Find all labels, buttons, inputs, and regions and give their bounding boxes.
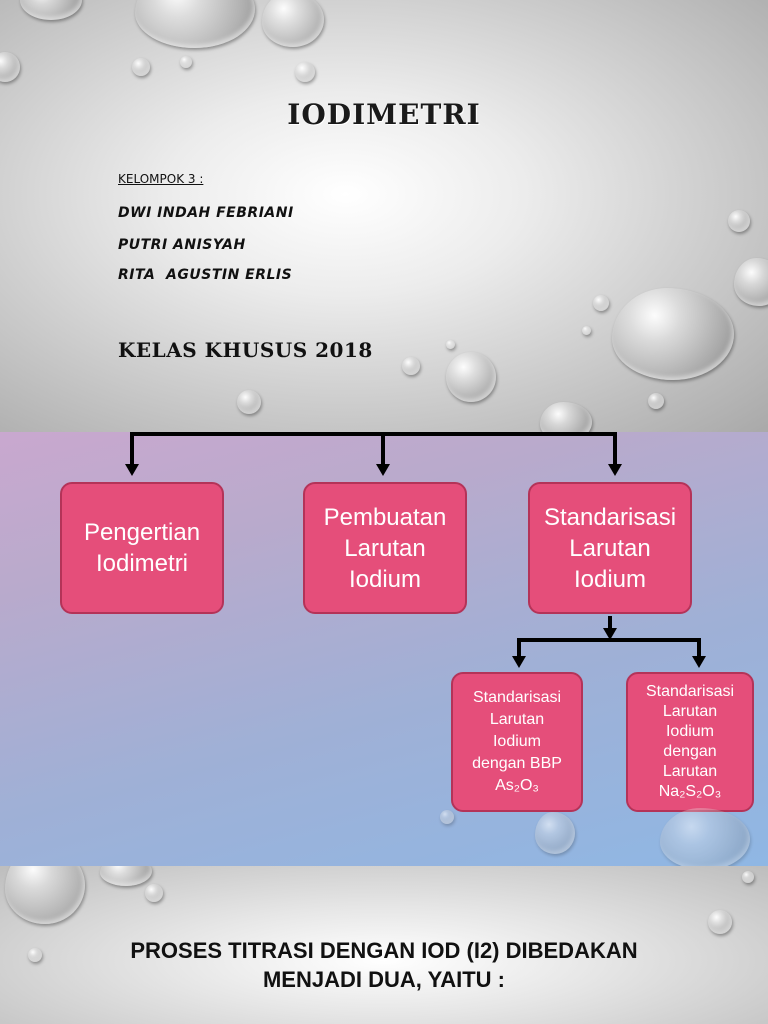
water-drop-decoration xyxy=(535,812,575,854)
box-pengertian: Pengertian Iodimetri xyxy=(60,482,224,614)
box-standarisasi: Standarisasi Larutan Iodium xyxy=(528,482,692,614)
box-standarisasi-bbp: Standarisasi Larutan Iodium dengan BBP A… xyxy=(451,672,583,812)
water-drop-decoration xyxy=(5,866,85,924)
member-name: PUTRI ANISYAH xyxy=(118,237,246,253)
water-drop-decoration xyxy=(582,326,591,335)
water-drop-decoration xyxy=(446,340,455,349)
water-drop-decoration xyxy=(540,402,592,432)
water-drop-decoration xyxy=(446,352,496,402)
arrow-down-icon xyxy=(608,464,622,476)
arrow-down-icon xyxy=(376,464,390,476)
process-heading: PROSES TITRASI DENGAN IOD (I2) DIBEDAKAN… xyxy=(130,938,638,992)
box-pembuatan: Pembuatan Larutan Iodium xyxy=(303,482,467,614)
water-drop-decoration xyxy=(440,810,454,824)
water-drop-decoration xyxy=(100,866,152,886)
water-drop-decoration xyxy=(734,258,768,306)
water-drop-decoration xyxy=(262,0,324,47)
class-label: KELAS KHUSUS 2018 xyxy=(118,338,373,362)
water-drop-decoration xyxy=(742,871,754,883)
water-drop-decoration xyxy=(660,808,750,866)
water-drop-decoration xyxy=(180,56,192,68)
water-drop-decoration xyxy=(612,288,734,380)
connector-vertical xyxy=(130,432,134,466)
box-standarisasi-natiosulfat: Standarisasi Larutan Iodium dengan Larut… xyxy=(626,672,754,812)
water-drop-decoration xyxy=(728,210,750,232)
connector-horizontal-sub xyxy=(517,638,701,642)
process-slide xyxy=(0,866,768,1024)
water-drop-decoration xyxy=(28,948,42,962)
water-drop-decoration xyxy=(237,390,261,414)
connector-vertical xyxy=(608,616,612,636)
connector-vertical xyxy=(613,432,617,466)
water-drop-decoration xyxy=(135,0,255,48)
connector-vertical xyxy=(697,638,701,660)
arrow-down-icon xyxy=(603,628,617,640)
water-drop-decoration xyxy=(132,58,150,76)
water-drop-decoration xyxy=(402,357,420,375)
water-drop-decoration xyxy=(708,910,732,934)
connector-horizontal-top xyxy=(130,432,617,436)
group-label: KELOMPOK 3 : xyxy=(118,172,204,186)
water-drop-decoration xyxy=(593,295,609,311)
member-name: DWI INDAH FEBRIANI xyxy=(118,205,294,221)
title-slide: IODIMETRI KELOMPOK 3 : DWI INDAH FEBRIAN… xyxy=(0,0,768,432)
water-drop-decoration xyxy=(0,52,20,82)
arrow-down-icon xyxy=(125,464,139,476)
arrow-down-icon xyxy=(512,656,526,668)
arrow-down-icon xyxy=(692,656,706,668)
member-name: RITA AGUSTIN ERLIS xyxy=(118,267,293,283)
flowchart-slide: Pengertian Iodimetri Pembuatan Larutan I… xyxy=(0,432,768,866)
water-drop-decoration xyxy=(145,884,163,902)
water-drop-decoration xyxy=(648,393,664,409)
connector-vertical xyxy=(381,432,385,466)
water-drop-decoration xyxy=(20,0,82,20)
connector-vertical xyxy=(517,638,521,660)
page-title: IODIMETRI xyxy=(287,98,481,131)
water-drop-decoration xyxy=(295,62,315,82)
